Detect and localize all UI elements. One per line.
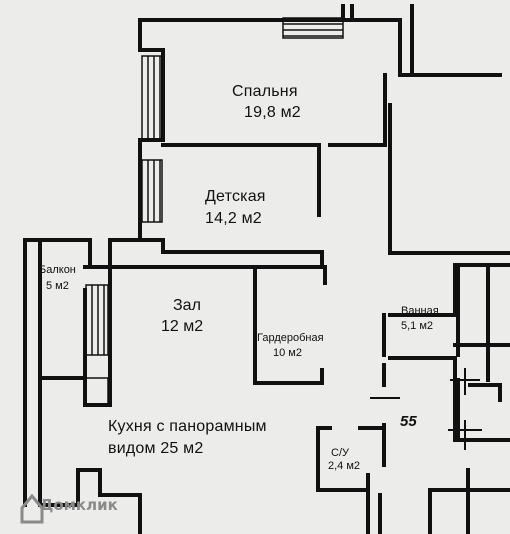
room-area-kids: 14,2 м2: [205, 210, 262, 227]
wall: [108, 238, 165, 269]
house-logo-icon: [20, 493, 44, 524]
room-name-hall: Зал: [173, 297, 201, 314]
window: [85, 377, 109, 407]
room-area-wc: 2,4 м2: [328, 460, 361, 472]
room-name-balcony: Балкон: [39, 264, 76, 276]
wall: [350, 18, 502, 77]
room-area-bathroom: 5,1 м2: [401, 320, 434, 332]
room-area-wardrobe: 10 м2: [273, 347, 302, 359]
window: [85, 284, 109, 356]
wall: [316, 426, 370, 492]
room-name-kids: Детская: [205, 188, 266, 205]
wall: [388, 263, 510, 317]
window: [141, 55, 163, 141]
wall: [468, 383, 502, 402]
room-area-kitchen: видом 25 м2: [108, 440, 204, 457]
room-name-bedroom: Спальня: [232, 83, 298, 100]
watermark-text: Домклик: [40, 496, 118, 514]
room-name-kitchen: Кухня с панорамным: [108, 418, 267, 435]
room-name-bathroom: Ванная: [401, 305, 439, 317]
wall: [108, 250, 324, 269]
wall: [253, 265, 324, 385]
room-area-bedroom: 19,8 м2: [244, 104, 301, 121]
room-area-balcony: 5 м2: [46, 280, 69, 292]
wall: [23, 238, 92, 507]
window: [141, 159, 163, 223]
wall: [366, 488, 382, 534]
wall: [83, 265, 112, 407]
window: [282, 17, 344, 39]
room-name-wardrobe: Гардеробная: [257, 332, 324, 344]
wall: [38, 468, 142, 534]
wall: [388, 103, 510, 255]
room-area-hall: 12 м2: [161, 318, 204, 335]
apartment-number: 55: [400, 413, 417, 430]
room-name-wc: С/У: [331, 447, 349, 459]
